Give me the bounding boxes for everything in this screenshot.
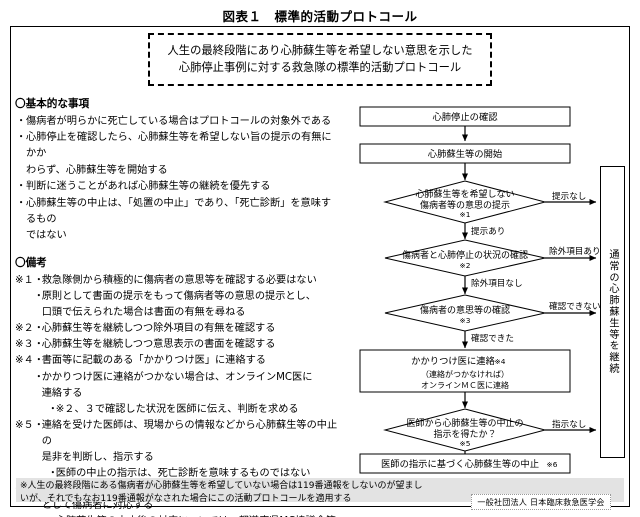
bullet-icon: ・ bbox=[33, 419, 44, 431]
left-text-column: 〇基本的な事項 ・傷病者が明らかに死亡している場合はプロトコールの対象外である・… bbox=[15, 96, 340, 517]
note-item: ・※２、３で確認した状況を医師に伝え、判断を求める bbox=[48, 402, 340, 418]
note-item: ・かかりつけ医に連絡がつかない場合は、オンラインMC医に 連絡する bbox=[34, 370, 340, 402]
note-group: ※３・心肺蘇生等を継続しつつ意思表示の書面を確認する bbox=[15, 337, 340, 353]
note-item: ・心肺蘇生等を継続しつつ意思表示の書面を確認する bbox=[34, 337, 340, 353]
note-item: ・書面等に記載のある「かかりつけ医」に連絡する bbox=[34, 353, 340, 369]
note-item-list: ・心肺蘇生等を継続しつつ除外項目の有無を確認する bbox=[34, 321, 340, 337]
note-item-text: 心肺蘇生等を継続しつつ除外項目の有無を確認する bbox=[41, 323, 276, 335]
flow-node-confirm-arrest-label: 心肺停止の確認 bbox=[432, 111, 498, 123]
bullet-icon: ・ bbox=[33, 274, 44, 286]
flow-decision-intent-ref: ※3 bbox=[460, 316, 471, 325]
flow-node-start-cpr-label: 心肺蘇生等の開始 bbox=[428, 148, 503, 160]
note-item-text: 原則として書面の提示をもって傷病者等の意思の提示とし、 口頭で伝えられた場合は書… bbox=[41, 290, 316, 319]
basics-item: ・判断に迷うことがあれば心肺蘇生等の継続を優先する bbox=[15, 179, 340, 195]
bullet-icon: ・ bbox=[47, 468, 58, 480]
flow-decision-wish-line-1: 心肺蘇生等を希望しない bbox=[415, 188, 514, 200]
note-group: ※５・連絡を受けた医師は、現場からの情報などから心肺蘇生等の中止の 是非を判断し… bbox=[15, 418, 340, 482]
bullet-icon: ・ bbox=[33, 371, 44, 383]
note-item-text: ※２、３で確認した状況を医師に伝え、判断を求める bbox=[55, 403, 299, 415]
flow-edge-can-confirm: 確認できた bbox=[471, 332, 514, 344]
note-item-text: かかりつけ医に連絡がつかない場合は、オンラインMC医に 連絡する bbox=[41, 371, 313, 399]
basics-item: ・心肺停止を確認したら、心肺蘇生等を希望しない旨の提示の有無にかか わらず、心肺… bbox=[15, 130, 340, 178]
basics-heading: 〇基本的な事項 bbox=[15, 98, 90, 110]
flow-edge-cannot-confirm: 確認できない bbox=[549, 300, 601, 312]
bullet-icon: ・ bbox=[16, 115, 27, 127]
flow-node-contact-doctor-ref: ※4 bbox=[495, 357, 506, 366]
note-item-list: ・連絡を受けた医師は、現場からの情報などから心肺蘇生等の中止の 是非を判断し、指… bbox=[34, 418, 340, 482]
note-group: ※４・書面等に記載のある「かかりつけ医」に連絡する・かかりつけ医に連絡がつかない… bbox=[15, 353, 340, 417]
bullet-icon: ・ bbox=[16, 132, 27, 144]
flow-node-contact-doctor-box bbox=[359, 349, 571, 393]
basics-item: ・傷病者が明らかに死亡している場合はプロトコールの対象外である bbox=[15, 114, 340, 130]
flow-node-contact-doctor-line-3: オンラインＭＣ医に連絡 bbox=[421, 380, 509, 390]
flow-decision-order-line-1: 医師から心肺蘇生等の中止の bbox=[406, 417, 523, 429]
note-item: ・連絡を受けた医師は、現場からの情報などから心肺蘇生等の中止の 是非を判断し、指… bbox=[34, 418, 340, 466]
note-item-list: ・心肺蘇生等を継続しつつ意思表示の書面を確認する bbox=[34, 337, 340, 353]
note-item: ・医師の中止の指示は、死亡診断を意味するものではない bbox=[48, 466, 340, 482]
note-item: ・心肺蘇生等を継続しつつ除外項目の有無を確認する bbox=[34, 321, 340, 337]
flow-decision-intent-line-1: 傷病者の意思等の確認 bbox=[420, 304, 510, 316]
basics-item: ・心肺蘇生等の中止は、「処置の中止」であり、「死亡診断」を意味するもの ではない bbox=[15, 196, 340, 244]
protocol-header-box: 人生の最終段階にあり心肺蘇生等を希望しない意思を示した 心肺停止事例に対する救急… bbox=[148, 33, 492, 86]
note-marker: ※５ bbox=[15, 419, 34, 431]
flow-decision-wish-line-2: 傷病者等の意思の提示 bbox=[420, 199, 510, 211]
note-item-text: 救急隊側から積極的に傷病者の意思等を確認する必要はない bbox=[41, 274, 317, 286]
bullet-icon: ・ bbox=[16, 181, 27, 193]
note-item-list: ・書面等に記載のある「かかりつけ医」に連絡する・かかりつけ医に連絡がつかない場合… bbox=[34, 353, 340, 417]
continue-cpr-label: 通常の心肺蘇生等を継続 bbox=[607, 249, 618, 375]
flow-decision-situation-ref: ※2 bbox=[460, 261, 471, 270]
flow-edge-exclusion-no: 除外項目なし bbox=[471, 277, 523, 289]
protocol-header-line-1: 人生の最終段階にあり心肺蘇生等を希望しない意思を示した bbox=[167, 44, 473, 58]
flow-decision-wish-ref: ※1 bbox=[460, 210, 471, 219]
note-marker: ※２ bbox=[15, 323, 34, 335]
flow-edge-yes-presentation: 提示あり bbox=[471, 226, 505, 237]
note-item-text: 書面等に記載のある「かかりつけ医」に連絡する bbox=[41, 355, 266, 367]
note-group: ※１・救急隊側から積極的に傷病者の意思等を確認する必要はない・原則として書面の提… bbox=[15, 273, 340, 321]
diagram-outer-frame bbox=[10, 26, 630, 507]
note-item: ・救急隊側から積極的に傷病者の意思等を確認する必要はない bbox=[34, 273, 340, 289]
bullet-icon: ・ bbox=[33, 323, 44, 335]
note-item-text: 連絡を受けた医師は、現場からの情報などから心肺蘇生等の中止の 是非を判断し、指示… bbox=[41, 419, 338, 464]
flow-node-contact-doctor-line-1: かかりつけ医に連絡 bbox=[411, 355, 495, 367]
flow-node-stop-cpr-ref: ※6 bbox=[547, 460, 558, 469]
note-item-text: 医師の中止の指示は、死亡診断を意味するものではない bbox=[55, 468, 311, 480]
note-item: ・原則として書面の提示をもって傷病者等の意思の提示とし、 口頭で伝えられた場合は… bbox=[34, 289, 340, 321]
bullet-icon: ・ bbox=[47, 403, 58, 415]
basics-item-text: 判断に迷うことがあれば心肺蘇生等の継続を優先する bbox=[26, 181, 271, 193]
flowchart: 心肺停止の確認 心肺蘇生等の開始 心肺蘇生等を希望しない 傷病者等の意思の提示 … bbox=[340, 96, 630, 474]
bullet-icon: ・ bbox=[33, 339, 44, 351]
bullet-icon: ・ bbox=[33, 355, 44, 367]
attribution-label: 一般社団法人 日本臨床救急医学会 bbox=[477, 497, 605, 507]
flow-edge-no-presentation: 提示なし bbox=[552, 191, 586, 202]
flow-node-stop-cpr-label: 医師の指示に基づく心肺蘇生等の中止 bbox=[381, 458, 539, 470]
note-marker: ※３ bbox=[15, 339, 34, 351]
note-item-text: 心肺蘇生等を継続しつつ意思表示の書面を確認する bbox=[41, 339, 276, 351]
protocol-header-line-2: 心肺停止事例に対する救急隊の標準的活動プロトコール bbox=[178, 60, 462, 74]
flow-node-contact-doctor-line-2: （連絡がつかなければ） bbox=[421, 369, 509, 379]
basics-item-text: 心肺蘇生等の中止は、「処置の中止」であり、「死亡診断」を意味するもの ではない bbox=[26, 197, 332, 241]
bullet-icon: ・ bbox=[16, 197, 27, 209]
flow-node-stop-cpr-box bbox=[359, 453, 571, 474]
flow-decision-order-line-2: 指示を得たか？ bbox=[433, 428, 496, 440]
note-marker: ※１ bbox=[15, 274, 34, 286]
attribution-box: 一般社団法人 日本臨床救急医学会 bbox=[471, 494, 611, 510]
figure-title: 図表１ 標準的活動プロトコール bbox=[222, 9, 418, 24]
flow-edge-no-order: 指示なし bbox=[552, 418, 586, 430]
basics-list: ・傷病者が明らかに死亡している場合はプロトコールの対象外である・心肺停止を確認し… bbox=[15, 114, 340, 244]
flow-decision-situation-line-1: 傷病者と心肺停止の状況の確認 bbox=[402, 249, 528, 261]
basics-item-text: 心肺停止を確認したら、心肺蘇生等を希望しない旨の提示の有無にかか わらず、心肺蘇… bbox=[26, 132, 332, 176]
continue-cpr-side-box: 通常の心肺蘇生等を継続 bbox=[600, 166, 625, 458]
note-item-list: ・救急隊側から積極的に傷病者の意思等を確認する必要はない・原則として書面の提示を… bbox=[34, 273, 340, 321]
flow-decision-order-ref: ※5 bbox=[460, 439, 471, 448]
bullet-icon: ・ bbox=[33, 290, 44, 302]
flow-edge-exclusion-yes: 除外項目あり bbox=[549, 245, 601, 257]
note-marker: ※４ bbox=[15, 355, 34, 367]
note-group: ※２・心肺蘇生等を継続しつつ除外項目の有無を確認する bbox=[15, 321, 340, 337]
notes-heading: 〇備考 bbox=[15, 257, 47, 270]
footer-notice: ※人生の最終段階にある傷病者が心肺蘇生等を希望していない場合は119番通報をしな… bbox=[16, 478, 624, 504]
basics-item-text: 傷病者が明らかに死亡している場合はプロトコールの対象外である bbox=[26, 115, 332, 127]
